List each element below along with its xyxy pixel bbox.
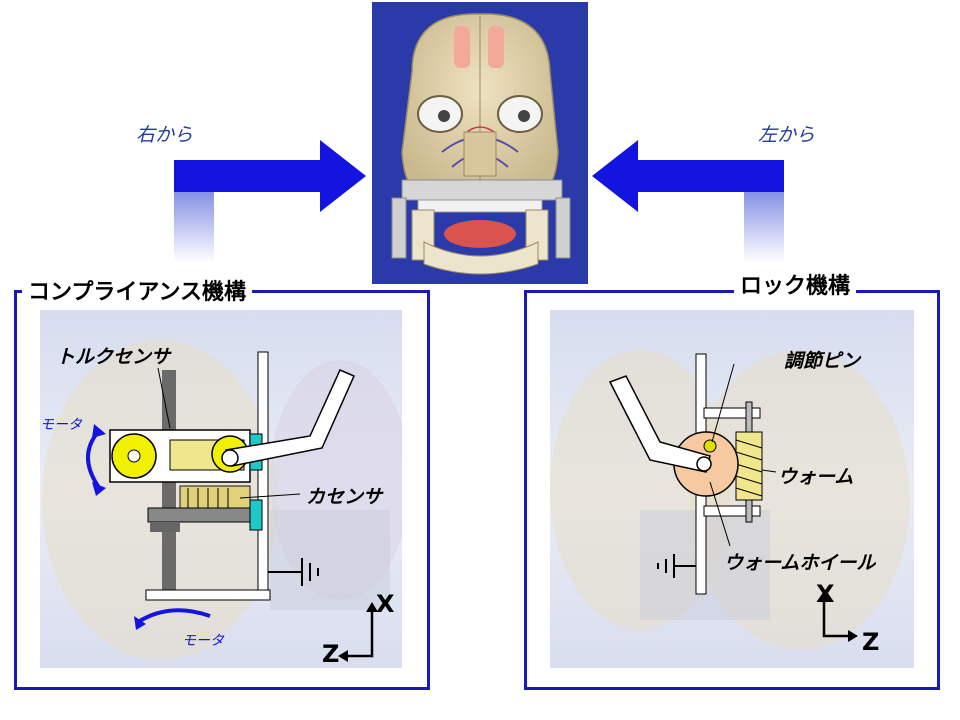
compliance-title: コンプライアンス機構 bbox=[22, 274, 253, 306]
axis-z-label-right: Z bbox=[862, 628, 880, 656]
worm-label: ウォーム bbox=[778, 466, 854, 488]
adjust-pin-label: 調節ピン bbox=[784, 350, 861, 372]
compliance-diagram-area bbox=[40, 310, 410, 668]
arrow-from-right bbox=[174, 140, 366, 262]
label-from-right: 右から bbox=[136, 124, 194, 146]
torque-sensor-label: トルクセンサ bbox=[56, 346, 171, 368]
axis-x-label-right: X bbox=[816, 580, 835, 608]
motor-top-label: モータ bbox=[40, 417, 82, 433]
motor-bottom-label: モータ bbox=[182, 633, 224, 649]
lock-title: ロック機構 bbox=[734, 268, 857, 300]
label-from-left: 左から bbox=[758, 124, 816, 146]
lock-diagram-area bbox=[550, 310, 914, 668]
worm-wheel-label: ウォームホイール bbox=[724, 552, 876, 574]
axis-x-label-left: X bbox=[376, 590, 395, 618]
robot-head-photo bbox=[372, 2, 588, 284]
arrow-from-left bbox=[592, 140, 784, 262]
lock-panel bbox=[524, 290, 940, 690]
axis-z-label-left: Z bbox=[322, 640, 340, 668]
force-sensor-label: カセンサ bbox=[306, 486, 383, 508]
